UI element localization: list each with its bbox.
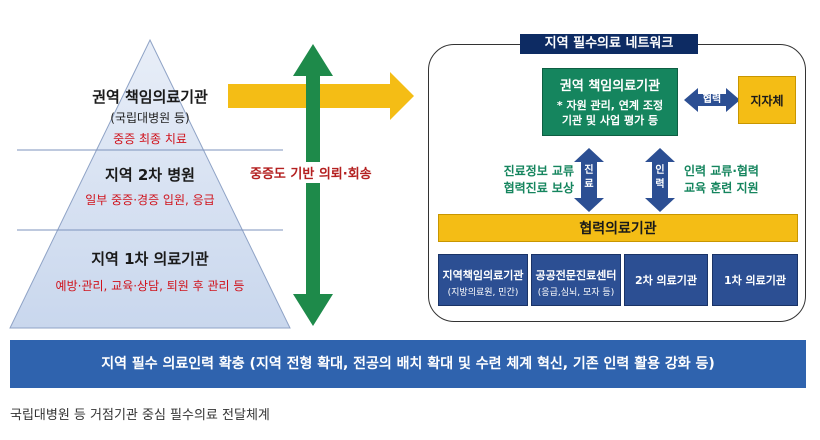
regional-center-title: 권역 책임의료기관: [559, 79, 661, 94]
institution-box: 2차 의료기관: [624, 254, 708, 306]
institution-name: 2차 의료기관: [634, 274, 698, 287]
institution-box: 공공전문진료센터 (응급,심뇌, 모자 등): [531, 254, 621, 306]
institution-name: 지역책임의료기관: [442, 269, 524, 282]
pyramid-bottom-desc: 예방·관리, 교육·상담, 퇴원 후 관리 등: [55, 279, 245, 293]
left-vertical-double-arrow: [574, 148, 604, 212]
left-text-line1: 진료정보 교류: [503, 164, 574, 178]
left-link-label: 진료: [584, 165, 594, 190]
institution-sub: (지방의료원, 민간): [447, 288, 519, 298]
institution-box: 지역책임의료기관 (지방의료원, 민간): [438, 254, 528, 306]
regional-center-desc-2: 기관 및 사업 평가 등: [561, 114, 659, 127]
cooperation-institution-bar: 협력의료기관: [438, 214, 798, 242]
vertical-green-double-arrow: [293, 44, 333, 326]
network-title: 지역 필수의료 네트워크: [520, 34, 698, 54]
cooperation-label: 협력: [702, 94, 722, 105]
right-link-label: 인력: [655, 165, 665, 190]
institution-sub: (응급,심뇌, 모자 등): [537, 288, 615, 298]
pyramid-top-desc: 중증 최종 치료: [113, 132, 187, 146]
right-text-line1: 인력 교류·협력: [684, 164, 759, 178]
pyramid-middle-desc: 일부 중증·경증 입원, 응급: [85, 193, 215, 207]
cooperation-double-arrow: [684, 88, 740, 112]
pyramid-top-title: 권역 책임의료기관: [92, 88, 208, 106]
figure-caption: 국립대병원 등 거점기관 중심 필수의료 전달체계: [10, 408, 270, 423]
right-yellow-arrow: [228, 72, 414, 120]
pyramid-bottom-title: 지역 1차 의료기관: [91, 250, 209, 268]
pyramid-shape: [9, 38, 291, 329]
referral-label: 중증도 기반 의뢰·회송: [248, 162, 412, 183]
regional-center-box: 권역 책임의료기관 * 자원 관리, 연계 조정 기관 및 사업 평가 등: [542, 68, 678, 136]
pyramid-middle-title: 지역 2차 병원: [105, 166, 195, 184]
workforce-expansion-bar: 지역 필수 의료인력 확충 (지역 전형 확대, 전공의 배치 확대 및 수련 …: [10, 340, 806, 388]
institution-box: 1차 의료기관: [712, 254, 798, 306]
local-government-box: 지자체: [738, 76, 796, 124]
right-vertical-double-arrow: [645, 148, 675, 212]
regional-center-desc-1: * 자원 관리, 연계 조정: [556, 99, 664, 112]
institution-name: 공공전문진료센터: [535, 269, 617, 282]
right-text-line2: 교육 훈련 지원: [684, 181, 759, 195]
institution-name: 1차 의료기관: [723, 274, 787, 287]
left-text-line2: 협력진료 보상: [503, 181, 574, 195]
pyramid-top-sub: (국립대병원 등): [110, 111, 190, 125]
